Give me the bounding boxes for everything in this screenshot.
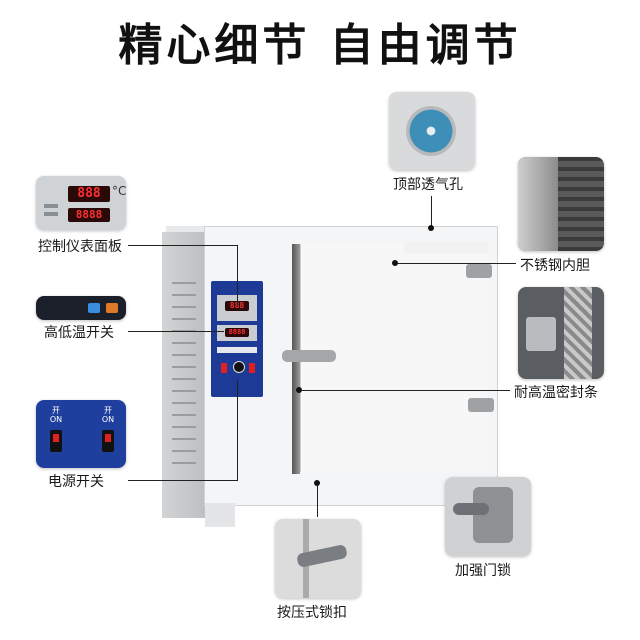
leader-control-h	[128, 245, 238, 246]
leader-seal	[300, 390, 510, 391]
temp-unit: °C	[112, 184, 126, 198]
oven-hilo-switch	[249, 363, 255, 373]
leader-power-v	[237, 380, 238, 480]
rocker-switch-left	[50, 430, 62, 452]
label-power-switch: 电源开关	[48, 474, 104, 490]
leader-vent	[431, 196, 432, 230]
leader-control-v	[237, 245, 238, 305]
oven-foot-left	[205, 503, 235, 527]
door-lock-thumbnail	[445, 477, 531, 556]
oven-power-switch	[221, 363, 227, 373]
oven-temp-digits: 888	[225, 301, 249, 311]
stainless-tank-thumbnail	[518, 157, 604, 251]
lower-hinge	[468, 398, 494, 412]
oven-side-panel	[162, 232, 206, 518]
leader-hilo	[128, 331, 224, 332]
door-lock-knob	[453, 503, 489, 515]
dot-vent	[428, 225, 434, 231]
door-latch	[282, 350, 336, 362]
oven-set-display: 8888	[217, 325, 257, 341]
label-press-lock: 按压式锁扣	[277, 605, 347, 621]
oven-panel-label-strip	[217, 347, 257, 353]
panel-buttons	[44, 204, 58, 220]
low-button-icon	[88, 303, 100, 313]
label-seal-strip: 耐高温密封条	[514, 385, 598, 401]
dot-tank	[392, 260, 398, 266]
tank-wall	[518, 157, 558, 251]
rocker-switch-right	[102, 430, 114, 452]
upper-hinge	[466, 264, 492, 278]
high-button-icon	[106, 303, 118, 313]
press-lock-thumbnail	[275, 519, 361, 598]
dot-seal	[296, 387, 302, 393]
leader-power-h	[128, 480, 238, 481]
vent-disk-icon	[406, 106, 456, 156]
hilo-switch-thumbnail	[36, 296, 126, 320]
side-vents	[172, 272, 196, 472]
oven-set-digits: 8888	[225, 328, 249, 337]
door-lock-plate	[473, 487, 513, 543]
oven-knob	[233, 361, 245, 373]
top-vent-thumbnail	[389, 92, 475, 170]
leader-press	[317, 485, 318, 517]
seal-hinge	[526, 317, 556, 351]
leader-tank	[396, 263, 516, 264]
temp-digits: 888	[68, 186, 110, 202]
label-stainless-tank: 不锈钢内胆	[520, 258, 590, 274]
dot-press	[314, 480, 320, 486]
label-control-panel: 控制仪表面板	[38, 239, 122, 255]
headline: 精心细节 自由调节	[118, 20, 522, 71]
seal-strip-thumbnail	[518, 287, 604, 379]
label-door-lock: 加强门锁	[455, 563, 511, 579]
label-top-vent: 顶部透气孔	[393, 177, 463, 193]
seal-braid	[564, 287, 592, 379]
set-digits: 8888	[68, 208, 110, 222]
warning-strip	[404, 242, 488, 254]
label-hilo-switch: 高低温开关	[44, 325, 114, 341]
control-panel-thumbnail: 888 °C 8888	[36, 176, 126, 230]
